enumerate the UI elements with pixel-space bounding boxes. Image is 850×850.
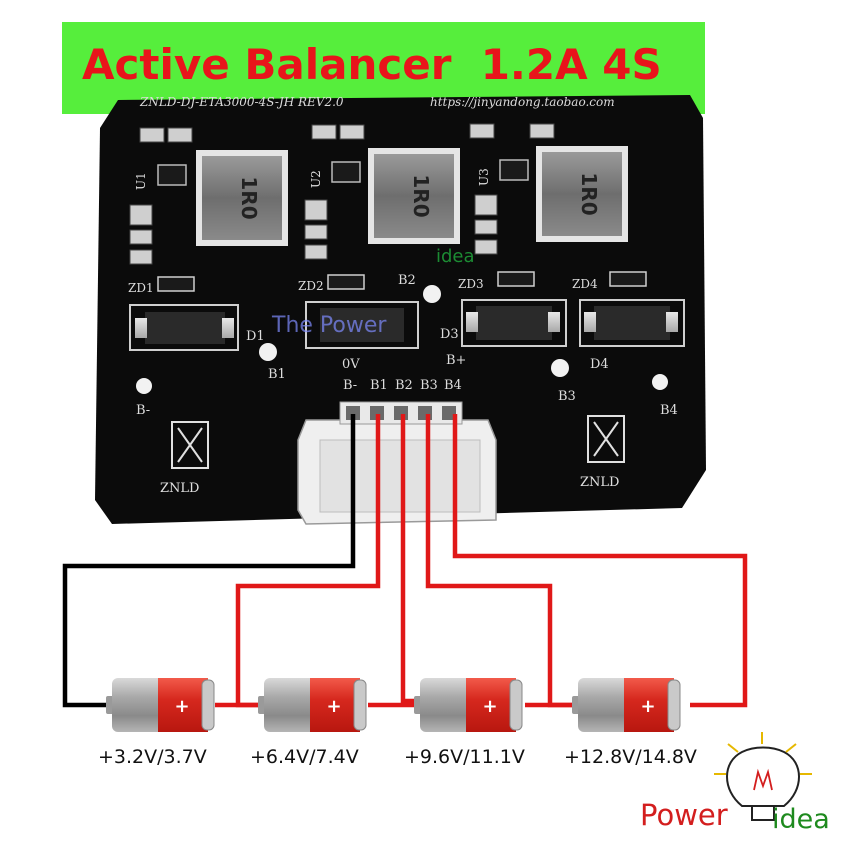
connector-label: B1 <box>370 378 388 393</box>
ic-label-u1: U1 <box>134 172 148 190</box>
battery-plus-sign: + <box>482 696 497 717</box>
wire-b2 <box>400 414 414 704</box>
connector-label: B4 <box>444 378 462 393</box>
ic-label-u2: U2 <box>309 170 323 188</box>
connector-labels: B- B1 B2 B3 B4 <box>343 378 462 393</box>
pad-label-0v: 0V <box>342 357 360 372</box>
battery-plus-sign: + <box>640 696 655 717</box>
pad-label-bminus: B- <box>136 403 150 418</box>
watermark-the-power: The Power <box>271 313 387 338</box>
connector-label: B2 <box>395 378 413 393</box>
battery-2: + <box>258 678 367 732</box>
inductor-1: 1R0 <box>196 150 288 246</box>
battery-4: + <box>572 678 681 732</box>
inductor-marking: 1R0 <box>237 176 261 219</box>
wire-b-minus <box>62 414 356 708</box>
title: Active Balancer 1.2A 4S <box>82 40 662 89</box>
voltage-label-3: +9.6V/11.1V <box>404 746 525 768</box>
pad-label-b3: B3 <box>558 389 576 404</box>
board-url-text: https://jinyandong.taobao.com <box>430 95 615 109</box>
inductor-marking: 1R0 <box>409 174 433 217</box>
ic-label-u3: U3 <box>477 168 491 186</box>
pad-label-b1: B1 <box>268 367 286 382</box>
brand-label-left: ZNLD <box>160 481 199 496</box>
smd-pads-top <box>129 123 555 265</box>
inductor-marking: 1R0 <box>577 172 601 215</box>
zener-label-zd1: ZD1 <box>128 281 154 295</box>
brand-label-right: ZNLD <box>580 475 619 490</box>
battery-plus-sign: + <box>174 696 189 717</box>
battery-3: + <box>414 678 523 732</box>
pad-label-b2: B2 <box>398 273 416 288</box>
zener-diodes <box>157 271 647 292</box>
board-header-text: ZNLD-DJ-ETA3000-4S-JH REV2.0 <box>139 95 344 109</box>
lightbulb-icon <box>714 732 812 821</box>
ic-chips <box>157 159 529 186</box>
zener-label-zd4: ZD4 <box>572 277 598 291</box>
diode-label-d3: D3 <box>440 327 459 342</box>
logo-power-text: Power <box>640 798 728 832</box>
connector-label: B- <box>343 378 357 393</box>
inductor-2: 1R0 <box>368 148 460 244</box>
diode-label-d4: D4 <box>590 357 609 372</box>
battery-1: + <box>106 678 215 732</box>
logo-idea-text: idea <box>772 804 830 835</box>
znld-logo-left <box>171 421 209 469</box>
jst-connector <box>297 401 497 525</box>
power-diodes <box>129 299 685 351</box>
znld-logo-right <box>587 415 625 463</box>
inductor-3: 1R0 <box>536 146 628 242</box>
zener-label-zd3: ZD3 <box>458 277 484 291</box>
diode-label-d1: D1 <box>246 329 265 344</box>
wire-b4 <box>452 414 748 708</box>
watermark-idea: idea <box>436 246 475 267</box>
connector-label: B3 <box>420 378 438 393</box>
zener-label-zd2: ZD2 <box>298 279 324 293</box>
wires <box>62 414 748 708</box>
voltage-label-2: +6.4V/7.4V <box>250 746 359 768</box>
pad-label-b4: B4 <box>660 403 678 418</box>
voltage-label-1: +3.2V/3.7V <box>98 746 207 768</box>
voltage-label-4: +12.8V/14.8V <box>564 746 697 768</box>
battery-plus-sign: + <box>326 696 341 717</box>
pad-label-bplus: B+ <box>446 353 466 368</box>
test-pads <box>136 285 668 394</box>
